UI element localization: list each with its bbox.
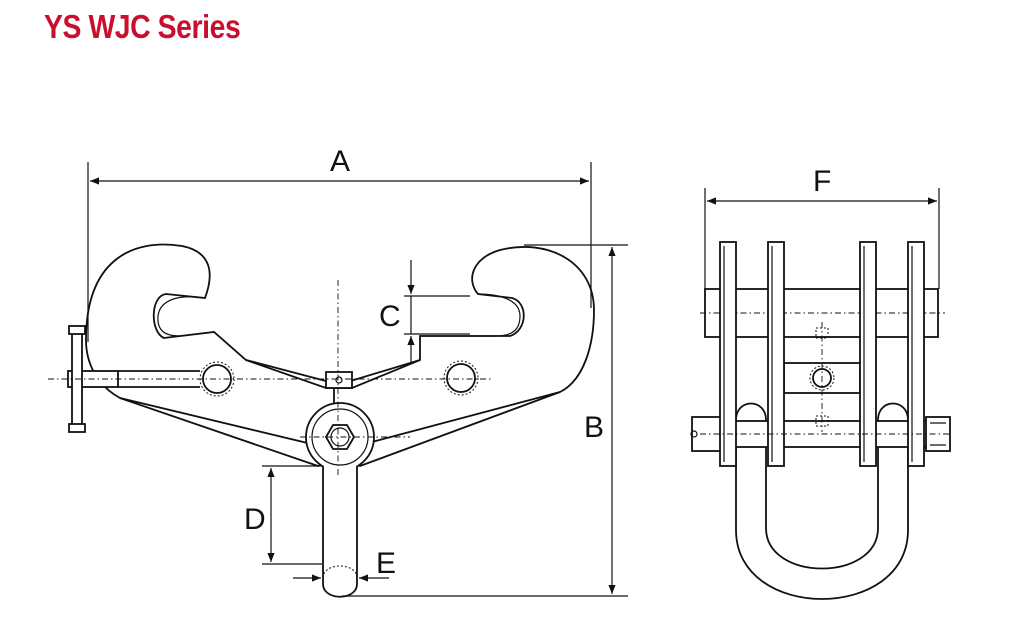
dimension-b-label: B (584, 411, 604, 444)
dimension-f: F (704, 165, 940, 289)
series-title: YS WJC Series (44, 8, 241, 45)
side-view (690, 241, 951, 600)
dimension-f-label: F (813, 165, 831, 198)
right-jaw (333, 246, 595, 467)
dimension-a-label: A (330, 145, 350, 178)
dimension-d-label: D (244, 503, 266, 536)
front-view (48, 243, 595, 598)
dimension-c: C (379, 260, 470, 362)
dimension-e: E (293, 547, 396, 582)
dimension-e-label: E (376, 547, 396, 580)
left-jaw (85, 243, 346, 467)
dimension-a: A (87, 145, 592, 342)
dimension-b: B (342, 244, 628, 597)
dimension-d: D (244, 465, 322, 565)
dimension-c-label: C (379, 300, 401, 333)
